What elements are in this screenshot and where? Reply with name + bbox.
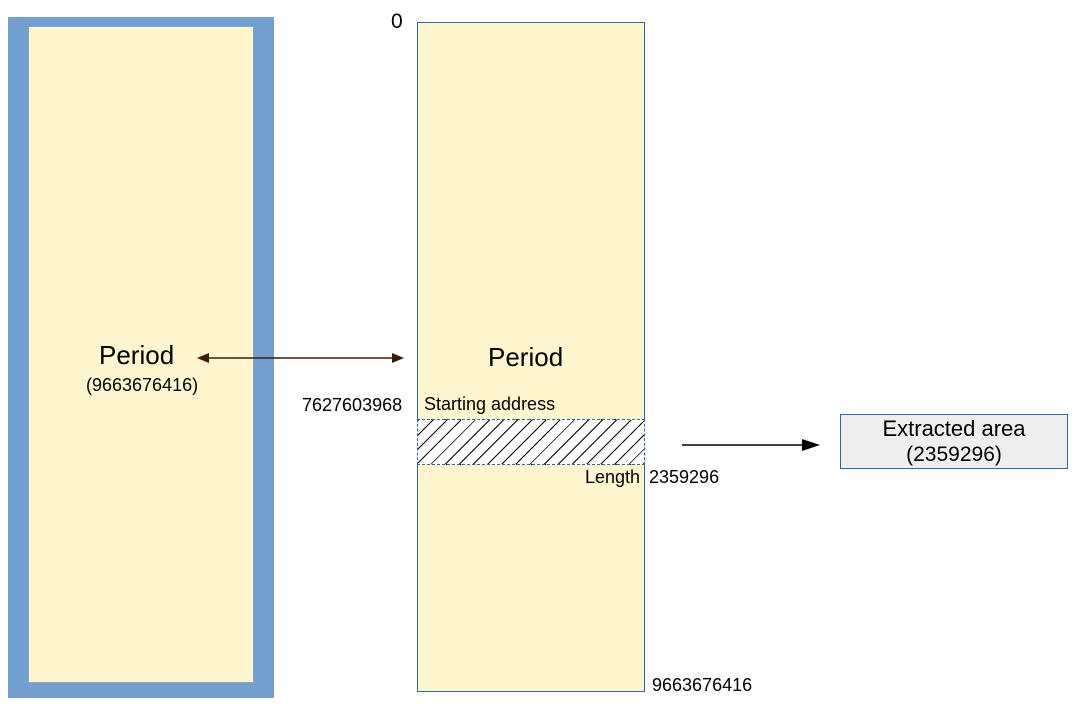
start-offset-zero: 0: [391, 10, 403, 33]
extracted-area-title: Extracted area: [882, 416, 1026, 441]
end-offset-value: 9663676416: [652, 675, 753, 695]
left-period-size: (9663676416): [86, 375, 199, 395]
starting-address-label: Starting address: [424, 394, 556, 414]
right-period-title: Period: [488, 342, 564, 372]
starting-address-value: 7627603968: [302, 395, 403, 415]
length-label: Length: [585, 467, 641, 487]
extracted-area-box: Extracted area (2359296): [840, 414, 1068, 469]
extracted-area-size: (2359296): [906, 443, 1002, 466]
right-period-block: [417, 22, 645, 692]
left-period-title: Period: [99, 340, 175, 370]
length-value: 2359296: [649, 467, 720, 487]
extracted-region-hatched: [417, 419, 645, 465]
